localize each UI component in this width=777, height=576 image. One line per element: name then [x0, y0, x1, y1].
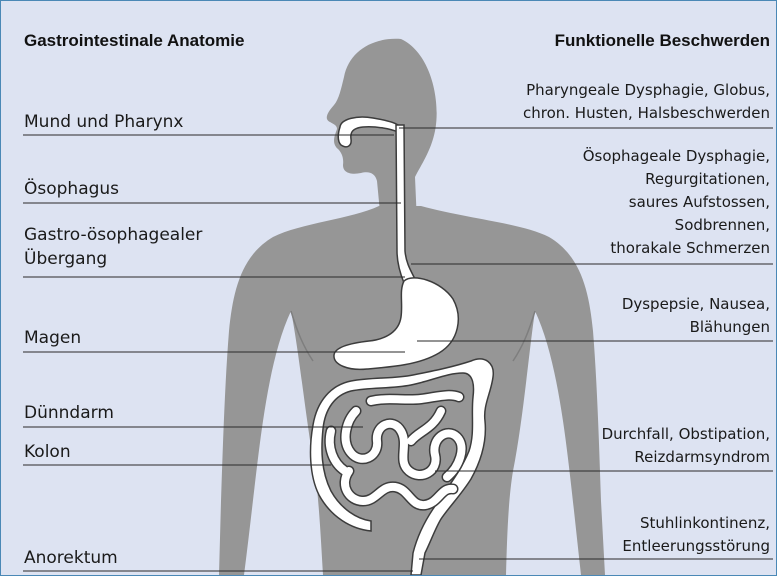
symptoms-darm: Durchfall, Obstipation, Reizdarmsyndrom — [602, 423, 770, 469]
symptoms-oesophagus: Ösophageale Dysphagie, Regurgitationen, … — [583, 145, 770, 260]
label-gastro-oesophagealer-uebergang: Gastro-ösophagealer Übergang — [24, 223, 202, 271]
label-anorektum: Anorektum — [24, 546, 118, 570]
symptoms-magen: Dyspepsie, Nausea, Blähungen — [622, 293, 770, 339]
label-mund-pharynx: Mund und Pharynx — [24, 110, 183, 134]
symptoms-anorektum: Stuhlinkontinenz, Entleerungsstörung — [622, 512, 770, 558]
symptoms-pharynx: Pharyngeale Dysphagie, Globus, chron. Hu… — [523, 79, 770, 125]
right-header: Funktionelle Beschwerden — [555, 31, 770, 51]
label-oesophagus: Ösophagus — [24, 177, 119, 201]
left-header: Gastrointestinale Anatomie — [24, 31, 244, 51]
label-magen: Magen — [24, 326, 81, 350]
label-duenndarm: Dünndarm — [24, 401, 114, 425]
label-kolon: Kolon — [24, 440, 71, 464]
